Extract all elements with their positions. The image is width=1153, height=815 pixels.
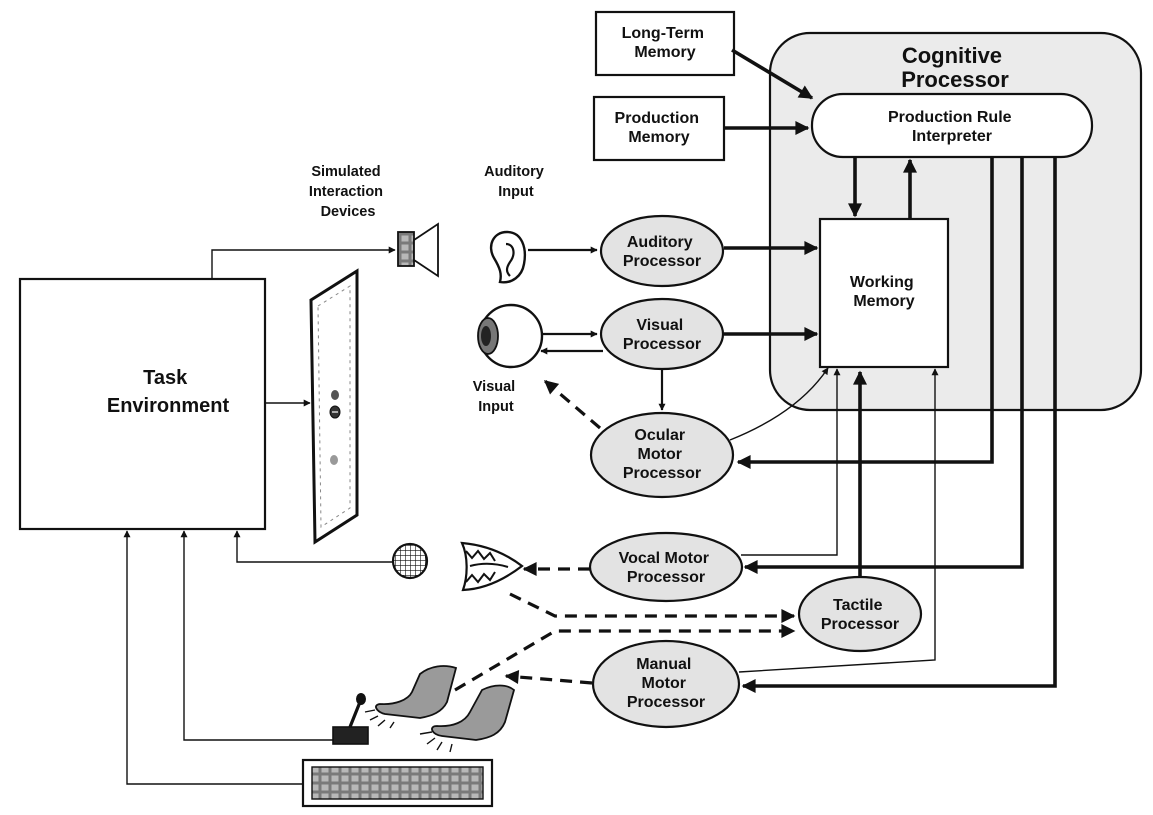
manual-motor-processor [591,639,741,729]
line-ocular-to-wm [729,367,829,441]
joystick-icon [332,693,369,745]
cognitive-processor-title: Cognitive Processor [901,43,1009,92]
long-term-memory [594,10,736,77]
line-vocal-to-wm [741,368,841,556]
auditory-input-label: Auditory Input [484,164,548,200]
ocular-motor-processor-label: Ocular Motor Processor [623,427,701,482]
hands-icon [364,665,516,753]
arrow-ocular-to-eye [543,379,602,430]
arrow-mouth-to-tactile-1 [509,592,796,623]
auditory-processor-label: Auditory Processor [623,234,701,270]
arrow-microphone-to-task [233,530,393,563]
production-memory-label: Production Memory [615,110,704,146]
auditory-processor [599,214,725,288]
ear-icon [489,230,526,284]
arrow-interpreter-to-manual [741,157,1057,693]
tactile-processor-label: Tactile Processor [821,597,899,633]
ocular-motor-processor [589,411,735,499]
vocal-motor-processor-label: Vocal Motor Processor [619,550,714,586]
visual-input-label: Visual Input [473,379,519,415]
eye-icon [477,303,544,369]
task-environment-label: Task Environment [107,367,230,417]
production-rule-interpreter-label: Production Rule Interpreter [888,109,1016,145]
display-screen-icon [309,268,359,545]
keyboard-icon [301,758,494,808]
manual-motor-processor-label: Manual Motor Processor [627,656,705,711]
arrow-interpreter-to-ocular [736,157,994,469]
tactile-processor [797,575,923,653]
working-memory-label: Working Memory [850,274,918,310]
production-memory [592,95,726,162]
arrow-keyboard-to-task [123,530,303,785]
mouth-icon [460,541,524,592]
visual-processor [599,297,725,371]
working-memory [818,217,950,369]
arrow-manual-to-hand [504,670,593,685]
line-manual-to-wm [738,368,939,673]
long-term-memory-label: Long-Term Memory [622,25,709,61]
arrow-interpreter-to-vocal [743,157,1024,574]
vocal-motor-processor [588,531,744,603]
arrow-task-to-speaker [211,246,396,279]
speaker-icon [397,222,439,278]
task-environment [18,277,267,531]
production-rule-interpreter [810,92,1094,159]
arrow-ltm-to-interpreter [731,48,814,100]
arrow-joystick-to-task [180,530,333,741]
visual-processor-label: Visual Processor [623,317,701,353]
microphone-icon [391,542,429,580]
simulated-interaction-devices-label: Simulated Interaction Devices [309,164,387,220]
